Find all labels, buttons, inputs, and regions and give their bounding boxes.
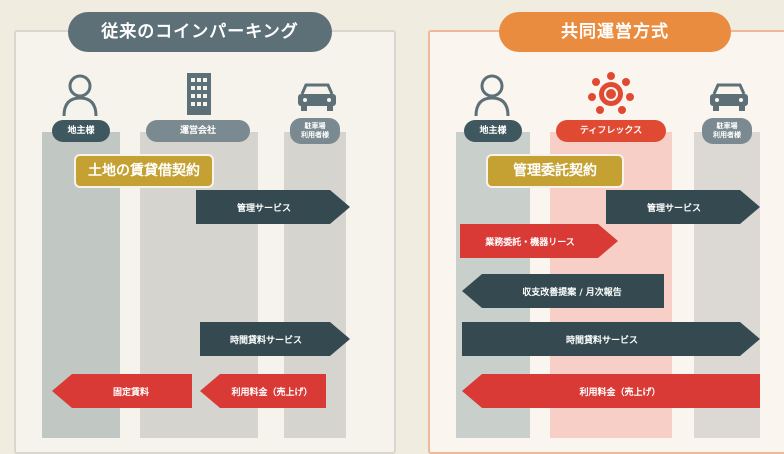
operator-label: 運営会社: [146, 120, 250, 142]
building-icon: [186, 72, 212, 120]
car-icon: [708, 82, 750, 116]
fixed-rent-arrow: 固定賃料: [52, 374, 192, 408]
usage-fee-arrow-right: 利用料金（売上げ）: [462, 374, 760, 408]
tiflex-label: ティフレックス: [556, 120, 666, 142]
management-contract: 管理委託契約: [486, 154, 624, 188]
management-service-arrow-right: 管理サービス: [606, 190, 760, 224]
person-icon: [472, 72, 512, 122]
conventional-parking-title: 従来のコインパーキング: [68, 12, 332, 52]
car-icon: [296, 82, 338, 116]
usage-fee-arrow: 利用料金（売上げ）: [200, 374, 326, 408]
outsourcing-lease-arrow: 業務委託・機器リース: [460, 224, 618, 258]
management-service-arrow: 管理サービス: [196, 190, 350, 224]
joint-operation-title: 共同運営方式: [499, 12, 731, 52]
tiflex-logo-icon: [586, 70, 636, 120]
landowner-label-right: 地主様: [464, 120, 522, 142]
land-lease-contract: 土地の賃貸借契約: [74, 154, 214, 188]
hourly-service-arrow-right: 時間貸料サービス: [462, 322, 760, 356]
parking-users-label: 駐車場 利用者様: [290, 118, 340, 144]
landowner-label: 地主様: [52, 120, 110, 142]
hourly-service-arrow: 時間貸料サービス: [200, 322, 350, 356]
monthly-report-arrow: 収支改善提案 / 月次報告: [462, 274, 664, 308]
parking-users-label-right: 駐車場 利用者様: [702, 118, 752, 144]
person-icon: [60, 72, 100, 122]
